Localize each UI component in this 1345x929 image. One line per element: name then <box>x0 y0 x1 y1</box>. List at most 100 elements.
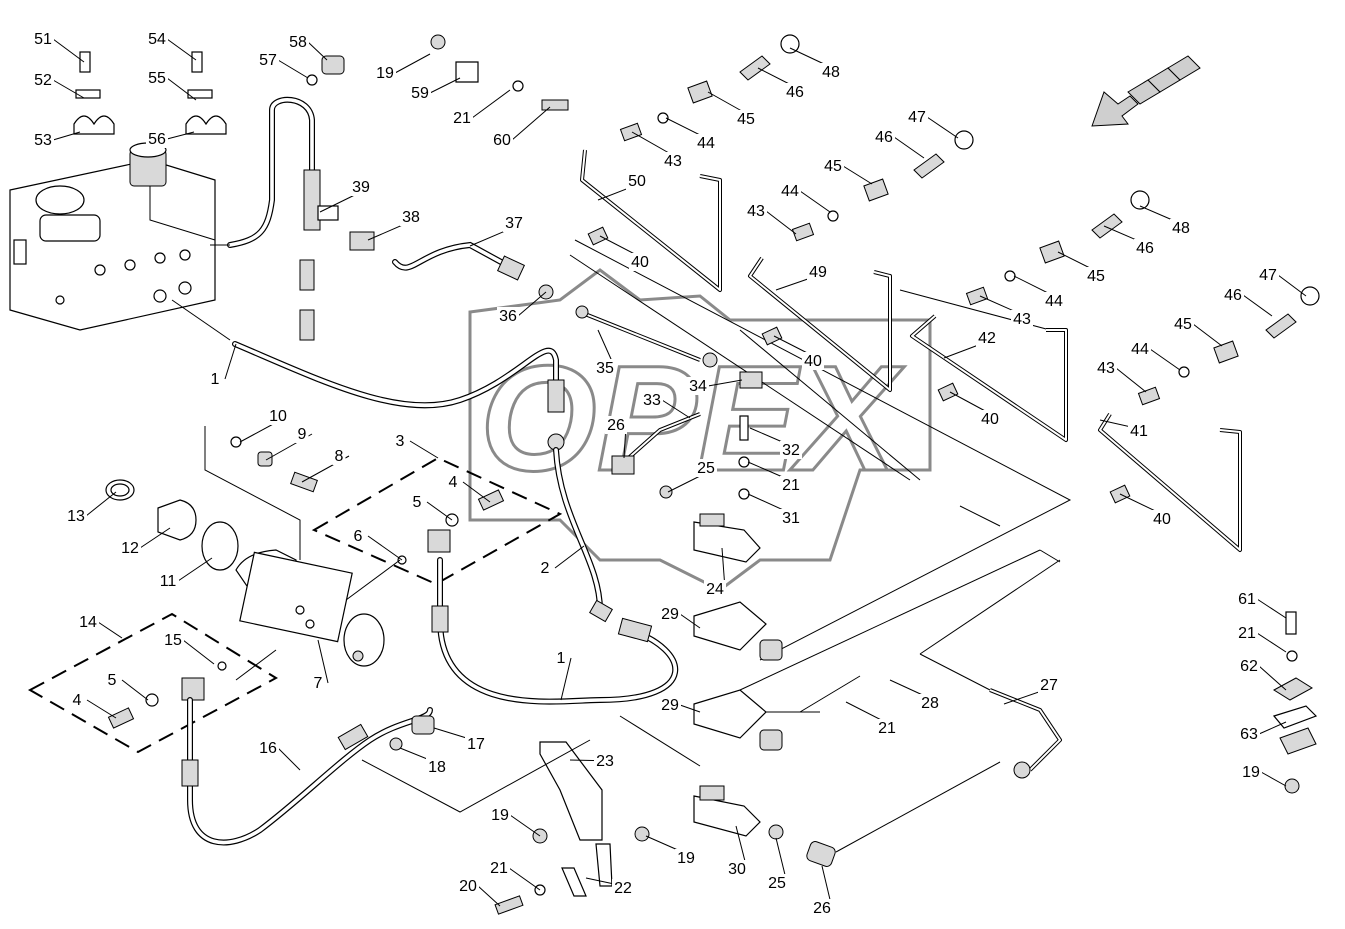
callout-label: 20 <box>459 878 477 895</box>
callout-c18: 18 <box>399 747 448 776</box>
callout-background <box>350 178 372 196</box>
callout-background <box>105 671 119 689</box>
callout-label: 19 <box>376 65 394 82</box>
callout-background <box>465 735 487 753</box>
callout-c11: 11 <box>157 557 213 590</box>
callout-c6: 6 <box>351 527 403 561</box>
callout-background <box>1085 267 1107 285</box>
direction-arrow-icon <box>1091 55 1201 127</box>
leader-line <box>52 131 81 141</box>
callout-background <box>1011 310 1033 328</box>
callout-label: 1 <box>211 371 220 388</box>
callout-label: 16 <box>259 740 277 757</box>
callout-label: 49 <box>809 264 827 281</box>
callout-c30: 30 <box>726 825 748 878</box>
callout-label: 21 <box>878 720 896 737</box>
callout-background <box>626 172 648 190</box>
callout-c19b: 19 <box>489 806 541 837</box>
leader-line <box>182 639 215 665</box>
callout-c39: 39 <box>319 178 372 213</box>
callout-label: 55 <box>148 70 166 87</box>
callout-background <box>594 752 616 770</box>
callout-background <box>906 108 928 126</box>
plate-22 <box>561 867 587 897</box>
callout-background <box>612 879 634 897</box>
callout-label: 45 <box>1087 268 1105 285</box>
leader-line <box>426 501 453 521</box>
callout-background <box>779 182 801 200</box>
leader-line <box>166 38 197 61</box>
callout-label: 26 <box>813 900 831 917</box>
callout-background <box>1151 510 1173 528</box>
callout-background <box>146 30 168 48</box>
callout-background <box>1240 763 1262 781</box>
leader-line <box>307 41 328 61</box>
leader-line <box>1277 274 1307 297</box>
fitting-chain-c <box>965 190 1150 306</box>
callout-background <box>295 425 309 443</box>
callout-c46c: 46 <box>1103 225 1156 257</box>
callout-c21e: 21 <box>1236 624 1287 653</box>
callout-background <box>426 758 448 776</box>
callout-c29b: 29 <box>659 696 701 714</box>
callout-background <box>1134 239 1156 257</box>
callout-c26a: 26 <box>605 416 627 459</box>
callout-background <box>695 459 717 477</box>
callout-label: 1 <box>557 650 566 667</box>
callout-background <box>162 631 184 649</box>
callout-c24: 24 <box>704 547 726 598</box>
callout-background <box>374 64 396 82</box>
callout-c53: 53 <box>32 131 81 149</box>
callout-background <box>77 613 99 631</box>
callout-background <box>1170 219 1192 237</box>
callout-background <box>784 83 806 101</box>
callout-c21a: 21 <box>451 89 511 127</box>
callout-label: 33 <box>643 392 661 409</box>
leader-line <box>277 747 301 771</box>
callout-background <box>409 84 431 102</box>
callout-background <box>1172 315 1194 333</box>
callout-label: 22 <box>614 880 632 897</box>
fitting-assembly-59 <box>430 34 569 111</box>
leader-line <box>1260 771 1287 787</box>
callout-c34: 34 <box>687 377 743 395</box>
leader-line <box>707 379 743 387</box>
callout-background <box>257 739 279 757</box>
callout-label: 35 <box>596 360 614 377</box>
callout-label: 51 <box>34 31 52 48</box>
callout-label: 43 <box>1013 311 1031 328</box>
callout-c26b: 26 <box>811 865 833 917</box>
callout-c35: 35 <box>594 329 616 377</box>
fitting-chain-a <box>619 34 800 142</box>
callout-c19a: 19 <box>374 53 431 82</box>
callout-background <box>594 359 616 377</box>
callout-label: 48 <box>1172 220 1190 237</box>
callout-label: 59 <box>411 85 429 102</box>
leader-line <box>560 657 572 701</box>
callout-c48a: 48 <box>789 47 842 81</box>
callout-c29a: 29 <box>659 605 701 629</box>
leader-line <box>842 165 873 185</box>
valve-29-upper <box>693 601 783 661</box>
callout-label: 47 <box>908 109 926 126</box>
clamp-assembly-61-63 <box>1272 611 1318 794</box>
callout-c43c: 43 <box>979 295 1033 328</box>
leader-line <box>679 704 701 713</box>
callout-label: 46 <box>1136 240 1154 257</box>
callout-background <box>1238 725 1260 743</box>
valve-block-assembly <box>9 142 216 331</box>
callout-c8: 8 <box>301 447 350 483</box>
leader-line <box>139 527 171 549</box>
callout-c12: 12 <box>119 527 171 557</box>
callout-background <box>32 131 54 149</box>
callout-c3: 3 <box>393 432 439 459</box>
callout-label: 21 <box>490 860 508 877</box>
callout-label: 44 <box>697 135 715 152</box>
callout-background <box>503 214 525 232</box>
callout-background <box>876 719 898 737</box>
callout-c5a: 5 <box>410 493 453 521</box>
callout-label: 14 <box>79 614 97 631</box>
callout-label: 29 <box>661 606 679 623</box>
callout-label: 48 <box>822 64 840 81</box>
